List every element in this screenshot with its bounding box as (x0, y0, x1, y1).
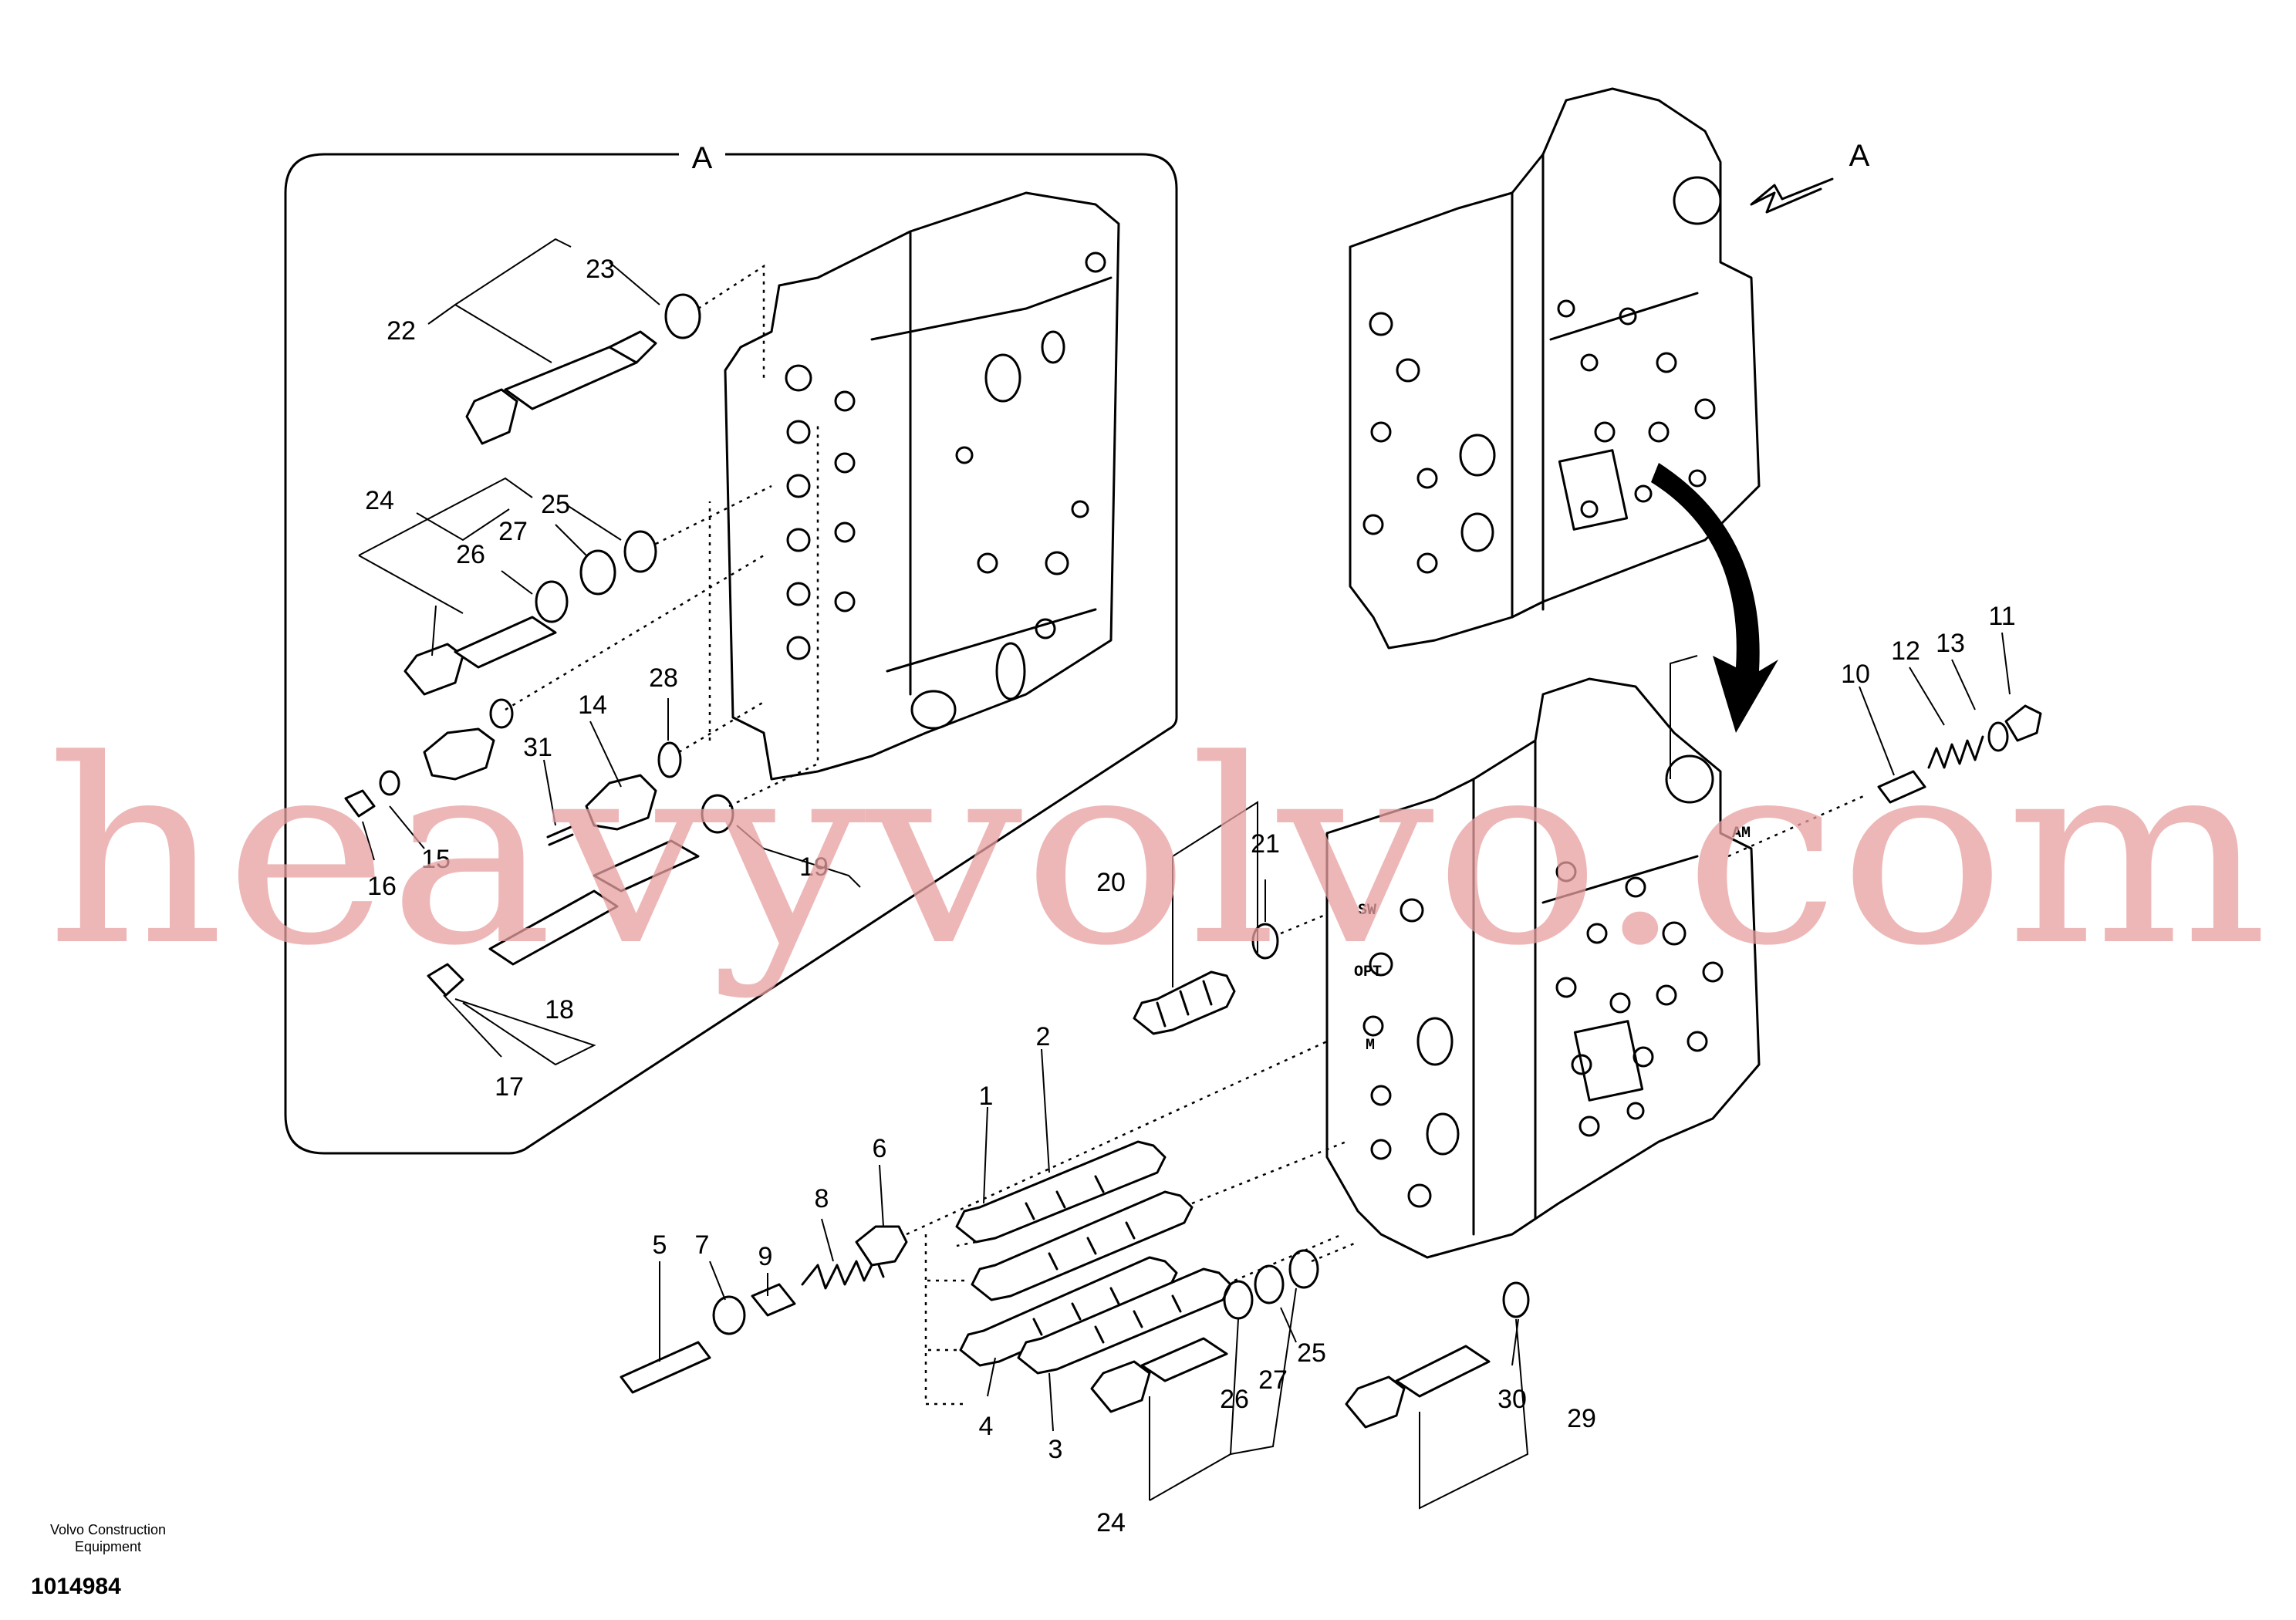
part-30-o-ring (1502, 1281, 1530, 1318)
part-flange (423, 727, 495, 781)
callout-24-detail: 24 (365, 486, 394, 515)
part-3-spool (1017, 1267, 1232, 1375)
callout-9: 9 (758, 1242, 773, 1271)
part-23-o-ring (664, 293, 701, 339)
part-13-o-ring (1987, 721, 2009, 752)
rotation-arrow (1651, 463, 1778, 733)
callout-5: 5 (653, 1230, 667, 1260)
part-4-spool (959, 1256, 1178, 1367)
callout-2: 2 (1036, 1022, 1051, 1051)
part-25-o-ring (623, 530, 657, 573)
part-20-spool (1133, 970, 1236, 1035)
main-leader-lines (659, 632, 2011, 1510)
part-27-o-ring-main (1254, 1264, 1285, 1304)
watermark: heavyvolvo.com (46, 705, 2268, 1001)
callout-25-main: 25 (1297, 1338, 1326, 1368)
callout-11: 11 (1988, 602, 2015, 631)
callout-29: 29 (1567, 1404, 1596, 1433)
callout-18: 18 (545, 995, 574, 1024)
part-spool-assembly (488, 794, 734, 966)
callout-12: 12 (1891, 636, 1920, 666)
callout-15: 15 (421, 845, 451, 874)
callout-4: 4 (979, 1412, 994, 1441)
callout-7: 7 (695, 1230, 710, 1260)
callout-19: 19 (799, 852, 829, 882)
part-31-screw (546, 825, 574, 846)
part-18-plug (427, 963, 464, 997)
part-small-o-ring (489, 698, 514, 729)
callout-23: 23 (586, 255, 615, 284)
part-6-cap (855, 1225, 908, 1267)
valve-overview-top (1349, 87, 1761, 650)
port-label-opt: OPT (1354, 964, 1382, 981)
callout-20: 20 (1096, 868, 1126, 897)
part-27-o-ring (579, 549, 616, 596)
callout-16: 16 (367, 872, 397, 901)
callout-27-main: 27 (1258, 1365, 1288, 1395)
port-label-sw: SW (1358, 902, 1376, 920)
callout-6: 6 (873, 1134, 887, 1163)
part-12-spring (1927, 735, 1984, 769)
detail-alignment-lines (505, 264, 819, 808)
port-label-am: AM (1732, 825, 1751, 842)
callout-labels: 1 2 3 4 5 6 7 8 9 10 11 12 13 14 15 16 1… (365, 255, 2016, 1537)
part-9-seat (751, 1283, 796, 1317)
port-label-m: M (1366, 1037, 1375, 1055)
detail-leader-lines (358, 238, 861, 1066)
callout-1: 1 (979, 1082, 994, 1111)
callout-24-main: 24 (1096, 1508, 1126, 1537)
callout-30: 30 (1497, 1385, 1527, 1414)
part-26-backup-ring (535, 580, 569, 623)
part-29-valve-plug (1345, 1345, 1491, 1429)
detail-view-label: A (692, 141, 713, 175)
callout-8: 8 (815, 1184, 829, 1213)
detail-view-frame (284, 153, 1178, 1155)
callout-3: 3 (1048, 1435, 1063, 1464)
callout-10: 10 (1841, 660, 1870, 689)
callout-27-detail: 27 (498, 517, 528, 546)
callout-28: 28 (649, 663, 678, 693)
callout-21: 21 (1251, 829, 1280, 859)
callout-13: 13 (1936, 629, 1965, 658)
view-direction-arrow (1750, 177, 1834, 214)
part-1-spool (955, 1140, 1167, 1244)
part-11-plug (2004, 704, 2042, 742)
part-10-seat (1877, 770, 1926, 804)
callout-22: 22 (387, 316, 416, 346)
part-28-o-ring (657, 741, 682, 778)
callout-26-detail: 26 (456, 540, 485, 569)
callout-25-detail: 25 (541, 490, 570, 519)
view-a-marker: A (1849, 139, 1870, 173)
part-16-plug (344, 789, 376, 818)
detail-valve-body (724, 191, 1120, 781)
part-24-valve-plug-main (1090, 1337, 1228, 1413)
part-22-relief-valve (465, 330, 657, 445)
part-5-pin (620, 1341, 711, 1394)
callout-31: 31 (523, 733, 552, 762)
callout-26-main: 26 (1220, 1385, 1249, 1414)
part-25-o-ring-main (1288, 1249, 1319, 1289)
part-2-spool (971, 1190, 1194, 1301)
part-24-valve-plug (403, 616, 557, 696)
callout-14: 14 (578, 690, 607, 720)
part-21-o-ring (1251, 923, 1279, 960)
callout-17: 17 (495, 1072, 524, 1102)
part-26-backup-ring-main (1223, 1280, 1254, 1320)
part-14-cover (585, 774, 657, 831)
part-7-washer (712, 1295, 746, 1335)
valve-main-body (1325, 677, 1761, 1259)
main-alignment-lines (906, 793, 1868, 1406)
part-15-o-ring (379, 770, 400, 796)
company-caption: Volvo Construction Equipment (49, 1522, 167, 1554)
diagram-reference-number: 1014984 (31, 1574, 121, 1599)
